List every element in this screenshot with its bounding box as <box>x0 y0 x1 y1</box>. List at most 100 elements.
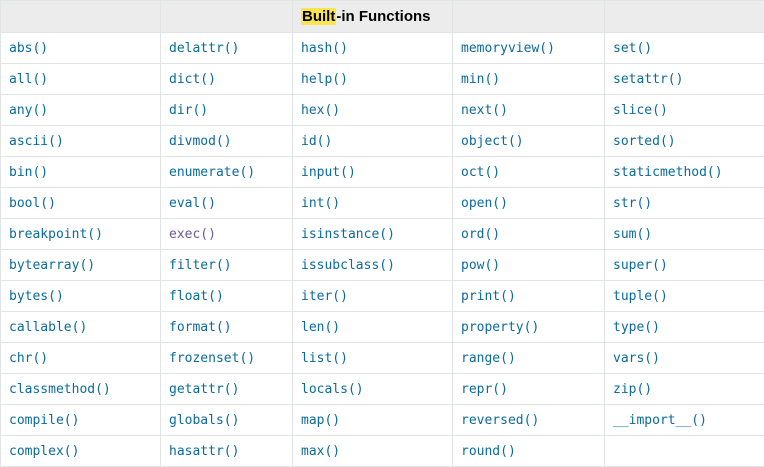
function-link[interactable]: dir() <box>169 103 209 118</box>
table-cell: callable() <box>0 311 161 343</box>
function-link[interactable]: hex() <box>301 103 341 118</box>
table-cell: any() <box>0 94 161 126</box>
function-link[interactable]: memoryview() <box>461 41 555 56</box>
header-cell-empty-2 <box>160 0 293 33</box>
function-link[interactable]: round() <box>461 444 516 459</box>
function-link[interactable]: staticmethod() <box>613 165 723 180</box>
table-cell: zip() <box>604 373 764 405</box>
function-link[interactable]: hasattr() <box>169 444 240 459</box>
table-cell: set() <box>604 32 764 64</box>
header-title-rest: -in Functions <box>336 8 431 25</box>
function-link[interactable]: next() <box>461 103 508 118</box>
function-link[interactable]: frozenset() <box>169 351 256 366</box>
function-link[interactable]: abs() <box>9 41 49 56</box>
function-link[interactable]: repr() <box>461 382 508 397</box>
table-cell: help() <box>292 63 453 95</box>
function-link[interactable]: dict() <box>169 72 216 87</box>
function-link[interactable]: bytearray() <box>9 258 96 273</box>
function-link[interactable]: tuple() <box>613 289 668 304</box>
function-link[interactable]: ascii() <box>9 134 64 149</box>
function-link[interactable]: input() <box>301 165 356 180</box>
function-link[interactable]: pow() <box>461 258 501 273</box>
table-cell: sum() <box>604 218 764 250</box>
table-cell: object() <box>452 125 605 157</box>
function-link[interactable]: format() <box>169 320 232 335</box>
function-link[interactable]: len() <box>301 320 341 335</box>
table-row: all() dict() help() min() setattr() <box>0 63 764 95</box>
table-cell: complex() <box>0 435 161 467</box>
table-row: ascii() divmod() id() object() sorted() <box>0 125 764 157</box>
function-link[interactable]: super() <box>613 258 668 273</box>
function-link[interactable]: isinstance() <box>301 227 395 242</box>
function-link[interactable]: reversed() <box>461 413 540 428</box>
function-link[interactable]: float() <box>169 289 224 304</box>
function-link[interactable]: bytes() <box>9 289 64 304</box>
function-link[interactable]: list() <box>301 351 348 366</box>
function-link[interactable]: print() <box>461 289 516 304</box>
function-link[interactable]: sum() <box>613 227 653 242</box>
function-link[interactable]: min() <box>461 72 501 87</box>
function-link[interactable]: setattr() <box>613 72 684 87</box>
function-link[interactable]: range() <box>461 351 516 366</box>
function-link[interactable]: vars() <box>613 351 660 366</box>
table-cell: format() <box>160 311 293 343</box>
function-link[interactable]: sorted() <box>613 134 676 149</box>
table-cell: str() <box>604 187 764 219</box>
function-link[interactable]: exec() <box>169 227 216 242</box>
function-link[interactable]: globals() <box>169 413 240 428</box>
function-link[interactable]: iter() <box>301 289 348 304</box>
function-link[interactable]: slice() <box>613 103 668 118</box>
table-cell: bytes() <box>0 280 161 312</box>
table-cell: float() <box>160 280 293 312</box>
function-link[interactable]: bool() <box>9 196 56 211</box>
table-cell: property() <box>452 311 605 343</box>
table-cell: abs() <box>0 32 161 64</box>
function-link[interactable]: bin() <box>9 165 49 180</box>
function-link[interactable]: all() <box>9 72 49 87</box>
function-link[interactable]: getattr() <box>169 382 240 397</box>
function-link[interactable]: locals() <box>301 382 364 397</box>
table-cell: getattr() <box>160 373 293 405</box>
function-link[interactable]: breakpoint() <box>9 227 103 242</box>
function-link[interactable]: object() <box>461 134 524 149</box>
table-cell: all() <box>0 63 161 95</box>
function-link[interactable]: map() <box>301 413 341 428</box>
function-link[interactable]: filter() <box>169 258 232 273</box>
function-link[interactable]: classmethod() <box>9 382 111 397</box>
table-row: bool() eval() int() open() str() <box>0 187 764 219</box>
table-cell: int() <box>292 187 453 219</box>
function-link[interactable]: any() <box>9 103 49 118</box>
function-link[interactable]: enumerate() <box>169 165 256 180</box>
function-link[interactable]: str() <box>613 196 653 211</box>
function-link[interactable]: issubclass() <box>301 258 395 273</box>
function-link[interactable]: divmod() <box>169 134 232 149</box>
function-link[interactable]: zip() <box>613 382 653 397</box>
function-link[interactable]: chr() <box>9 351 49 366</box>
function-link[interactable]: open() <box>461 196 508 211</box>
table-cell: super() <box>604 249 764 281</box>
function-link[interactable]: type() <box>613 320 660 335</box>
table-cell: dir() <box>160 94 293 126</box>
table-row: breakpoint() exec() isinstance() ord() sum() <box>0 218 764 250</box>
function-link[interactable]: id() <box>301 134 333 149</box>
table-cell: globals() <box>160 404 293 436</box>
table-cell: ascii() <box>0 125 161 157</box>
table-cell: round() <box>452 435 605 467</box>
function-link[interactable]: ord() <box>461 227 501 242</box>
function-link[interactable]: eval() <box>169 196 216 211</box>
function-link[interactable]: max() <box>301 444 341 459</box>
table-cell: hex() <box>292 94 453 126</box>
function-link[interactable]: oct() <box>461 165 501 180</box>
table-cell: exec() <box>160 218 293 250</box>
table-body: abs() delattr() hash() memoryview() set() all… <box>0 32 764 467</box>
function-link[interactable]: help() <box>301 72 348 87</box>
function-link[interactable]: __import__() <box>613 413 707 428</box>
function-link[interactable]: hash() <box>301 41 348 56</box>
function-link[interactable]: set() <box>613 41 653 56</box>
function-link[interactable]: callable() <box>9 320 88 335</box>
function-link[interactable]: complex() <box>9 444 80 459</box>
function-link[interactable]: int() <box>301 196 341 211</box>
function-link[interactable]: compile() <box>9 413 80 428</box>
function-link[interactable]: property() <box>461 320 540 335</box>
function-link[interactable]: delattr() <box>169 41 240 56</box>
